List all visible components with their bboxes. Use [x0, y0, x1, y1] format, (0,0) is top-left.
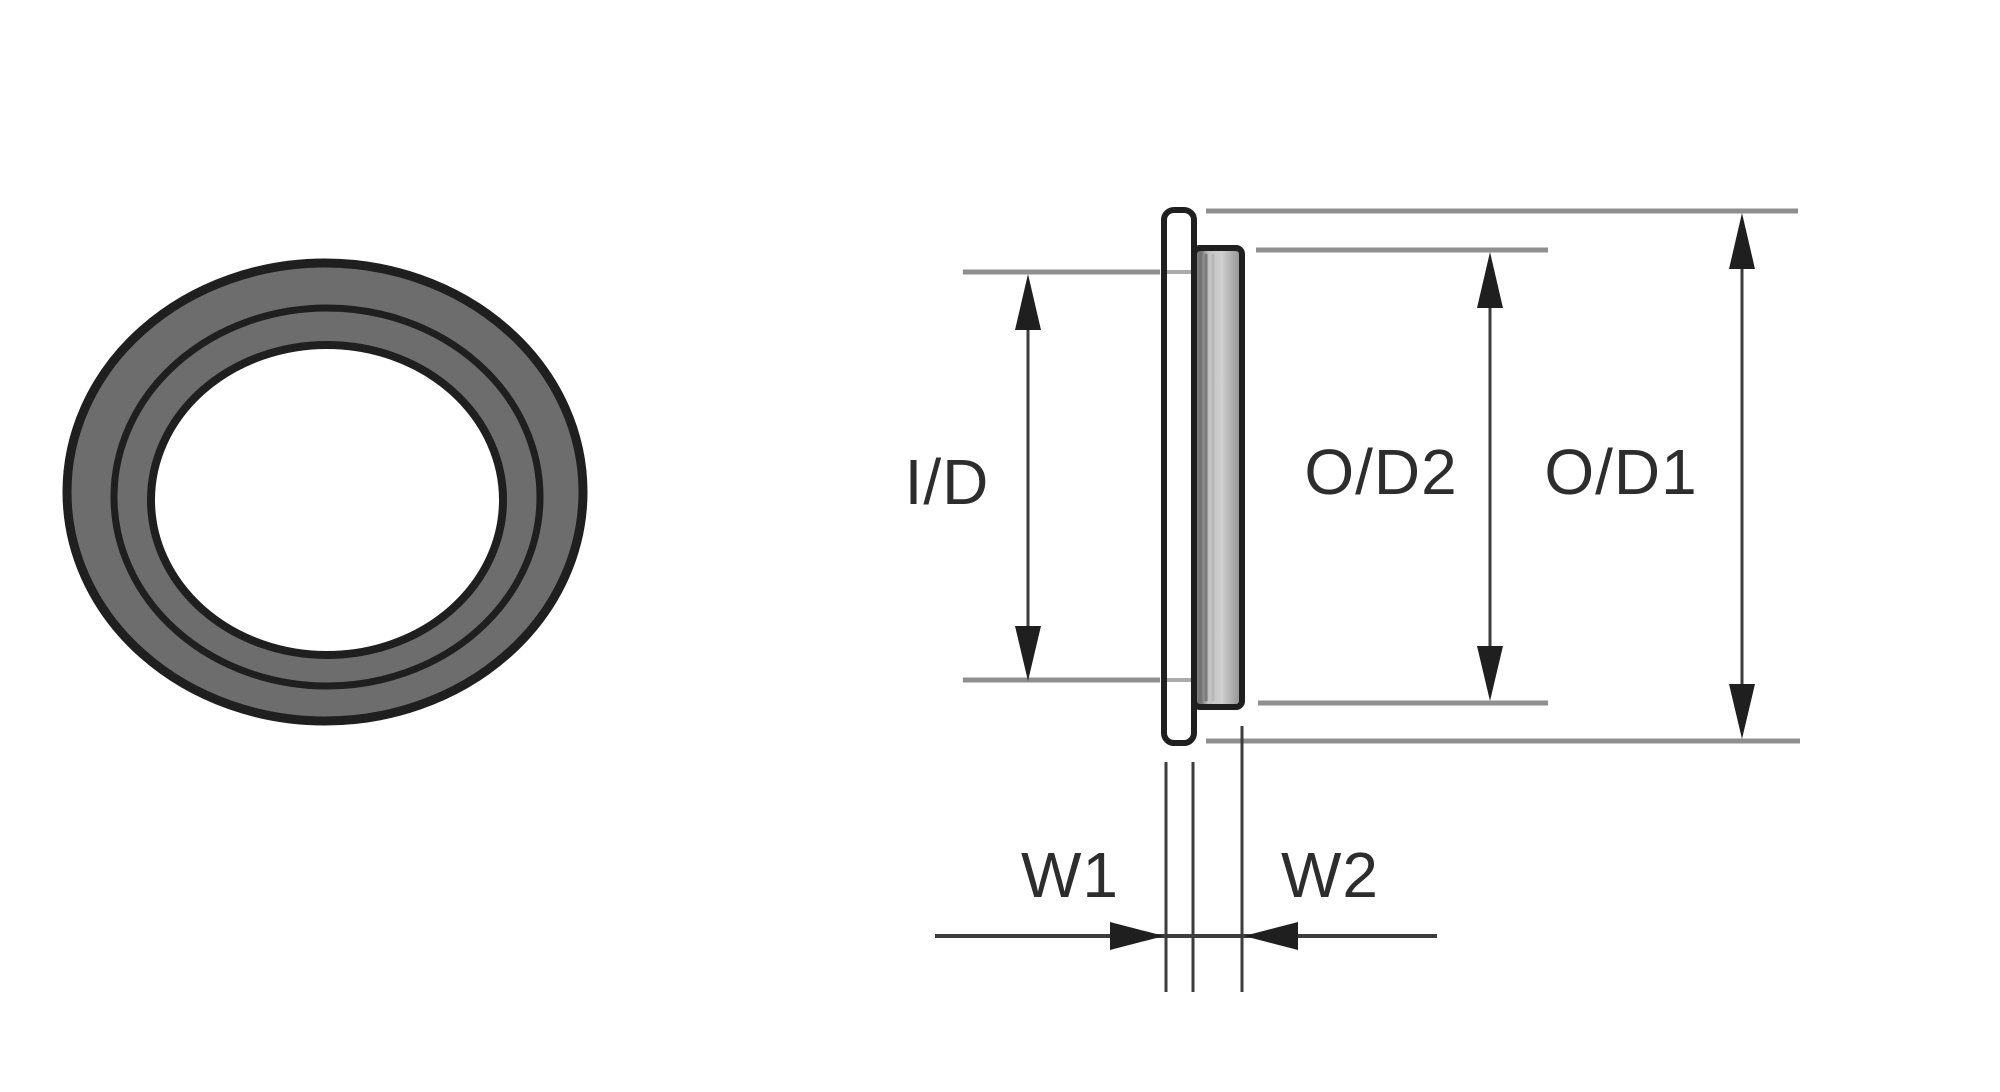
- ring-step-edge: [110, 304, 544, 690]
- id-dimension: I/D: [905, 269, 1191, 683]
- arrow-down-icon: [1477, 646, 1503, 701]
- arrow-right-icon: [1110, 922, 1164, 950]
- id-label: I/D: [905, 446, 990, 518]
- od1-label: O/D1: [1544, 436, 1697, 508]
- arrow-up-icon: [1477, 252, 1503, 308]
- arrow-up-icon: [1015, 274, 1041, 330]
- width-dimensions: W1 W2: [935, 726, 1437, 992]
- od2-dimension: O/D2: [1256, 247, 1548, 706]
- seal-side-view: [1161, 207, 1245, 746]
- od1-dimension: O/D1: [1206, 208, 1800, 744]
- ring-bore-hole: [147, 341, 507, 659]
- arrow-down-icon: [1729, 684, 1755, 739]
- arrow-left-icon: [1244, 922, 1298, 950]
- arrow-up-icon: [1729, 213, 1755, 269]
- ring-front-view: [62, 258, 588, 726]
- seal-element-section: [1191, 245, 1245, 710]
- w2-label: W2: [1281, 839, 1379, 911]
- arrow-down-icon: [1015, 626, 1041, 681]
- w1-label: W1: [1021, 839, 1119, 911]
- od2-label: O/D2: [1304, 436, 1457, 508]
- flange-section: [1161, 207, 1197, 746]
